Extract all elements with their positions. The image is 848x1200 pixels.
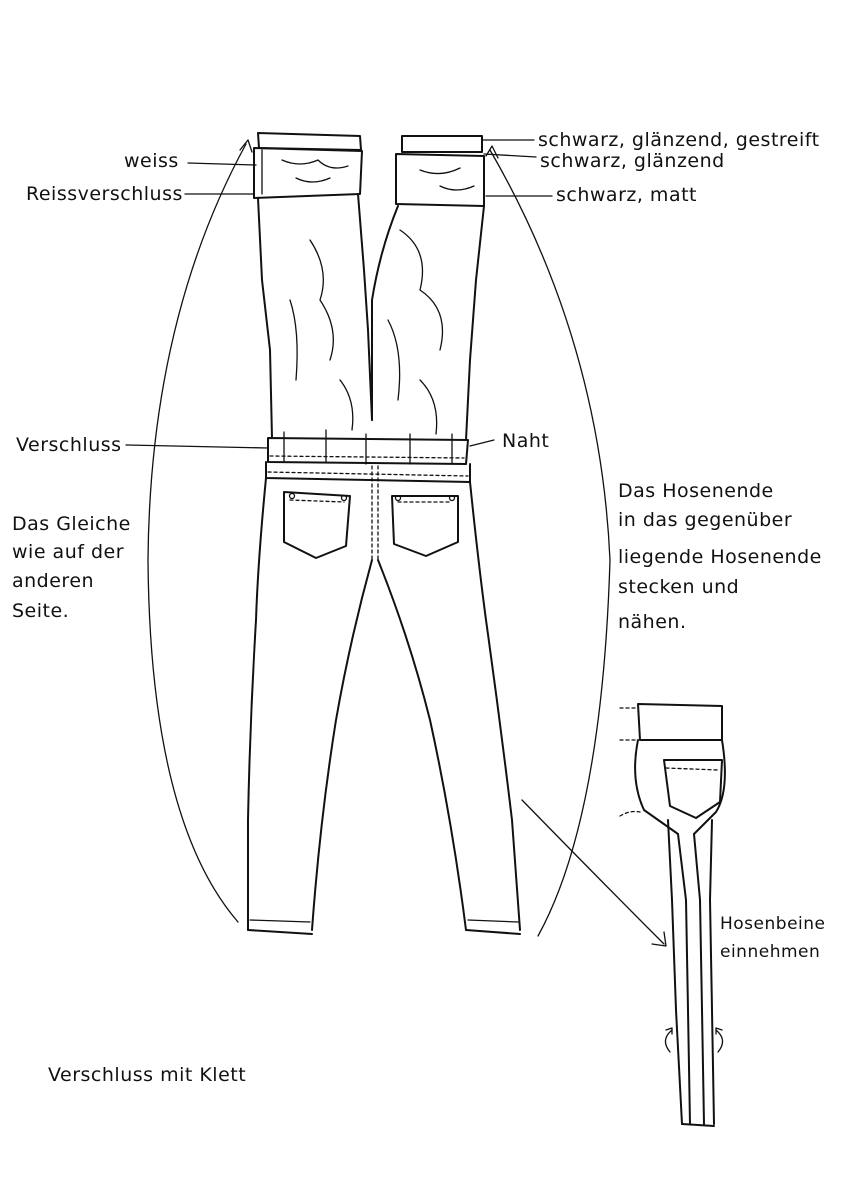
left-upper-leg bbox=[257, 193, 373, 439]
label-hosenbeine-line-2: einnehmen bbox=[720, 942, 820, 962]
detail-arrow bbox=[521, 799, 667, 947]
waistband bbox=[267, 429, 469, 465]
jeans-drawing bbox=[147, 132, 611, 937]
back-pocket-left bbox=[283, 491, 351, 559]
label-hosenende-line-4: stecken und bbox=[618, 576, 739, 598]
label-hosenende-line-2: in das gegenüber bbox=[618, 509, 792, 531]
label-schwarz-matt: schwarz, matt bbox=[556, 184, 697, 206]
label-hosenende-line-5: nähen. bbox=[618, 611, 687, 633]
left-bracket-curve bbox=[147, 143, 247, 923]
label-gleiche-line-3: anderen bbox=[12, 570, 94, 592]
right-leg-cuff bbox=[395, 135, 485, 207]
label-verschluss: Verschluss bbox=[16, 434, 122, 456]
label-hosenbeine-line-1: Hosenbeine bbox=[720, 914, 825, 934]
label-reissverschluss: Reissverschluss bbox=[26, 183, 183, 205]
label-hosenende-line-1: Das Hosenende bbox=[618, 480, 774, 502]
label-gleiche-line-2: wie auf der bbox=[12, 541, 124, 563]
lower-legs bbox=[247, 477, 521, 935]
label-gleiche-line-4: Seite. bbox=[12, 600, 69, 622]
right-bracket-curve bbox=[489, 149, 611, 937]
label-weiss: weiss bbox=[124, 150, 179, 172]
seat-yoke bbox=[265, 461, 471, 561]
left-leg-cuff bbox=[253, 132, 363, 199]
label-schwarz-glaenzend: schwarz, glänzend bbox=[540, 150, 725, 172]
label-schwarz-glaenzend-gestreift: schwarz, glänzend, gestreift bbox=[538, 129, 820, 151]
right-upper-leg bbox=[371, 205, 485, 441]
detail-drawing bbox=[619, 703, 726, 1127]
back-pocket-right bbox=[391, 494, 459, 557]
label-verschluss-mit-klett: Verschluss mit Klett bbox=[48, 1064, 246, 1086]
label-hosenende-line-3: liegende Hosenende bbox=[618, 546, 822, 568]
label-naht: Naht bbox=[502, 430, 549, 452]
leader-lines bbox=[125, 139, 553, 449]
label-gleiche-line-1: Das Gleiche bbox=[12, 513, 131, 535]
